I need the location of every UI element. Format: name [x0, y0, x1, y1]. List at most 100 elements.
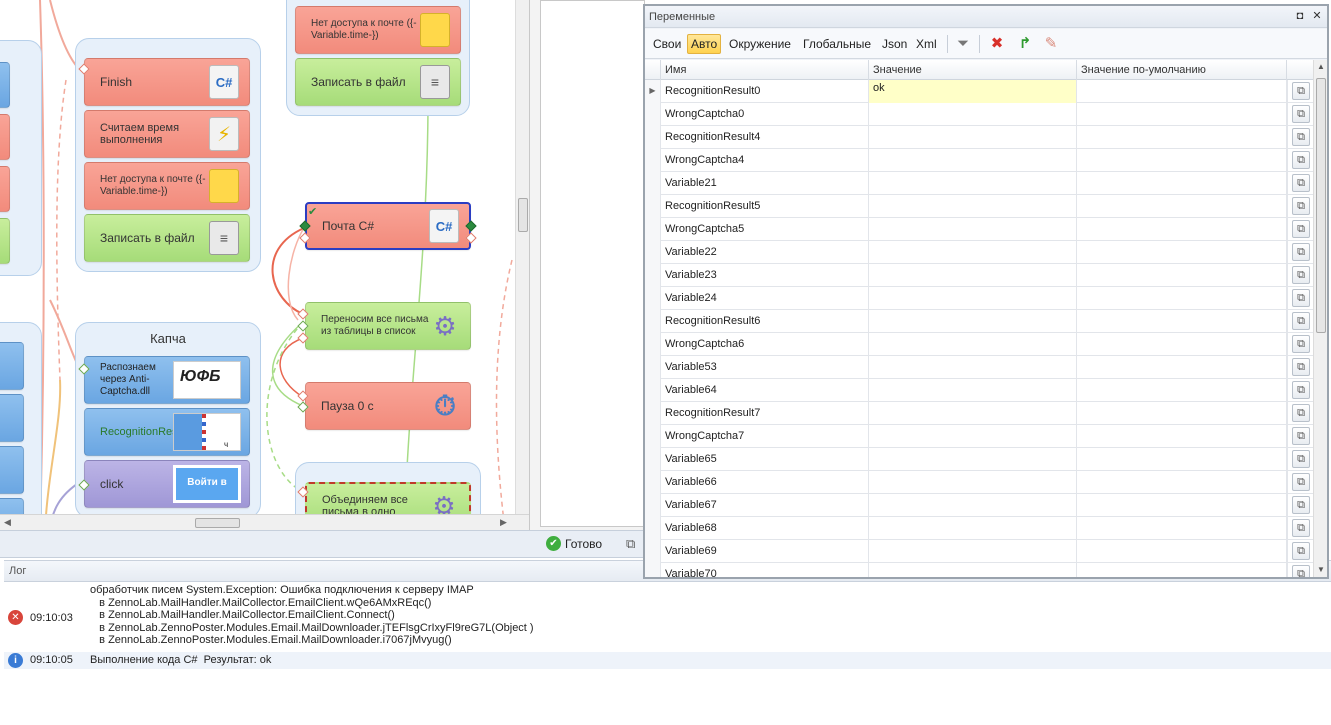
row-indicator[interactable]: [645, 494, 661, 517]
row-indicator[interactable]: [645, 333, 661, 356]
copy-icon[interactable]: ⧉: [1292, 519, 1310, 537]
variable-value-cell[interactable]: [869, 540, 1077, 563]
variable-value-cell[interactable]: [869, 563, 1077, 577]
variable-default-cell[interactable]: [1077, 517, 1287, 540]
table-row[interactable]: WrongCaptcha5⧉: [645, 218, 1313, 241]
copy-icon[interactable]: ⧉: [1292, 496, 1310, 514]
variable-default-cell[interactable]: [1077, 264, 1287, 287]
no-mail-access-block-2[interactable]: Нет доступа к почте ({-Variable.time-}): [295, 6, 461, 54]
variable-name-cell[interactable]: RecognitionResult7: [661, 402, 869, 425]
row-indicator[interactable]: [645, 310, 661, 333]
variable-default-cell[interactable]: [1077, 356, 1287, 379]
variable-value-cell[interactable]: [869, 494, 1077, 517]
variable-default-cell[interactable]: [1077, 379, 1287, 402]
canvas-horizontal-scrollbar[interactable]: ◀ ▶: [0, 514, 529, 530]
copy-icon[interactable]: ⧉: [1292, 312, 1310, 330]
table-row[interactable]: Variable23⧉: [645, 264, 1313, 287]
table-row[interactable]: RecognitionResult7⧉: [645, 402, 1313, 425]
variable-name-cell[interactable]: Variable24: [661, 287, 869, 310]
copy-icon[interactable]: ⧉: [1292, 542, 1310, 560]
variable-name-cell[interactable]: WrongCaptcha0: [661, 103, 869, 126]
variable-default-cell[interactable]: [1077, 471, 1287, 494]
scroll-down-icon[interactable]: ▼: [1317, 565, 1325, 574]
variable-value-cell[interactable]: [869, 310, 1077, 333]
variable-name-cell[interactable]: Variable69: [661, 540, 869, 563]
variable-name-cell[interactable]: Variable21: [661, 172, 869, 195]
canvas-hscroll-thumb[interactable]: [195, 518, 240, 528]
click-block[interactable]: click Войти в почту: [84, 460, 250, 508]
close-icon[interactable]: ✕: [1312, 10, 1322, 22]
table-row[interactable]: WrongCaptcha6⧉: [645, 333, 1313, 356]
row-indicator[interactable]: [645, 540, 661, 563]
row-indicator[interactable]: [645, 356, 661, 379]
variable-value-cell[interactable]: [869, 448, 1077, 471]
variable-value-cell[interactable]: [869, 149, 1077, 172]
finish-block[interactable]: Finish C#: [84, 58, 250, 106]
tab-global[interactable]: Глобальные: [803, 37, 872, 51]
tab-xml[interactable]: Xml: [916, 37, 937, 51]
table-row[interactable]: Variable68 ⧉: [645, 517, 1313, 540]
row-indicator[interactable]: [645, 471, 661, 494]
tab-environment[interactable]: Окружение: [729, 37, 791, 51]
left-partial-block-5[interactable]: [0, 342, 24, 390]
copy-icon[interactable]: ⧉: [1292, 151, 1310, 169]
variable-value-cell[interactable]: [869, 287, 1077, 310]
variable-default-cell[interactable]: [1077, 241, 1287, 264]
variable-name-cell[interactable]: Variable67: [661, 494, 869, 517]
variables-vertical-scrollbar[interactable]: ▲ ▼: [1313, 60, 1327, 577]
log-entry-info[interactable]: i 09:10:05 Выполнение кода C# Результат:…: [4, 652, 1331, 669]
variable-value-cell[interactable]: [869, 471, 1077, 494]
variable-value-cell[interactable]: [869, 126, 1077, 149]
log-entry-error[interactable]: ✕ 09:10:03 обработчик писем System.Excep…: [4, 584, 1331, 650]
variable-default-cell[interactable]: [1077, 172, 1287, 195]
variable-default-cell[interactable]: [1077, 540, 1287, 563]
row-indicator[interactable]: [645, 563, 661, 577]
left-partial-block-3[interactable]: [0, 166, 10, 212]
variable-value-cell[interactable]: [869, 379, 1077, 402]
row-indicator[interactable]: [645, 241, 661, 264]
variable-name-cell[interactable]: Variable68: [661, 517, 869, 540]
variable-name-cell[interactable]: WrongCaptcha4: [661, 149, 869, 172]
variable-default-cell[interactable]: [1077, 494, 1287, 517]
tab-auto[interactable]: Авто: [687, 34, 722, 54]
recognition-result-block[interactable]: RecognitionResult6 ч: [84, 408, 250, 456]
copy-icon[interactable]: ⧉: [1292, 128, 1310, 146]
row-indicator[interactable]: [645, 287, 661, 310]
table-row[interactable]: RecognitionResult6⧉: [645, 310, 1313, 333]
variable-default-cell[interactable]: [1077, 310, 1287, 333]
count-time-block[interactable]: Считаем время выполнения ⚡: [84, 110, 250, 158]
scroll-left-icon[interactable]: ◀: [4, 517, 11, 527]
variable-default-cell[interactable]: [1077, 402, 1287, 425]
variable-name-cell[interactable]: Variable53: [661, 356, 869, 379]
copy-icon[interactable]: ⧉: [1292, 565, 1310, 577]
left-partial-block-1[interactable]: [0, 62, 10, 108]
table-row[interactable]: Variable67 ⧉: [645, 494, 1313, 517]
copy-icon[interactable]: ⧉: [1292, 220, 1310, 238]
table-row[interactable]: Variable64⧉: [645, 379, 1313, 402]
scroll-up-icon[interactable]: ▲: [1317, 62, 1325, 71]
row-indicator[interactable]: [645, 218, 661, 241]
variable-value-cell[interactable]: [869, 103, 1077, 126]
variable-value-cell[interactable]: [869, 517, 1077, 540]
copy-icon[interactable]: ⧉: [1292, 335, 1310, 353]
write-file-block-1[interactable]: Записать в файл ≡: [84, 214, 250, 262]
windows-icon[interactable]: ⧉: [626, 536, 636, 551]
variables-grid[interactable]: Имя Значение Значение по-умолчанию ▶Reco…: [645, 60, 1313, 577]
move-letters-block[interactable]: Переносим все письма из таблицы в список…: [305, 302, 471, 350]
row-indicator[interactable]: ▶: [645, 80, 661, 103]
variable-name-cell[interactable]: Variable66: [661, 471, 869, 494]
table-row[interactable]: RecognitionResult4⧉: [645, 126, 1313, 149]
table-row[interactable]: Variable70⧉: [645, 563, 1313, 577]
table-row[interactable]: Variable65⧉: [645, 448, 1313, 471]
variable-value-cell[interactable]: [869, 195, 1077, 218]
column-header-default[interactable]: Значение по-умолчанию: [1077, 60, 1287, 80]
variable-value-cell[interactable]: [869, 264, 1077, 287]
copy-icon[interactable]: ⧉: [1292, 381, 1310, 399]
filter-icon[interactable]: ⏷: [956, 35, 969, 52]
variable-default-cell[interactable]: [1077, 425, 1287, 448]
pause-block[interactable]: Пауза 0 с ⏱: [305, 382, 471, 430]
copy-icon[interactable]: ⧉: [1292, 243, 1310, 261]
scroll-right-icon[interactable]: ▶: [500, 517, 507, 527]
variable-value-cell[interactable]: [869, 241, 1077, 264]
